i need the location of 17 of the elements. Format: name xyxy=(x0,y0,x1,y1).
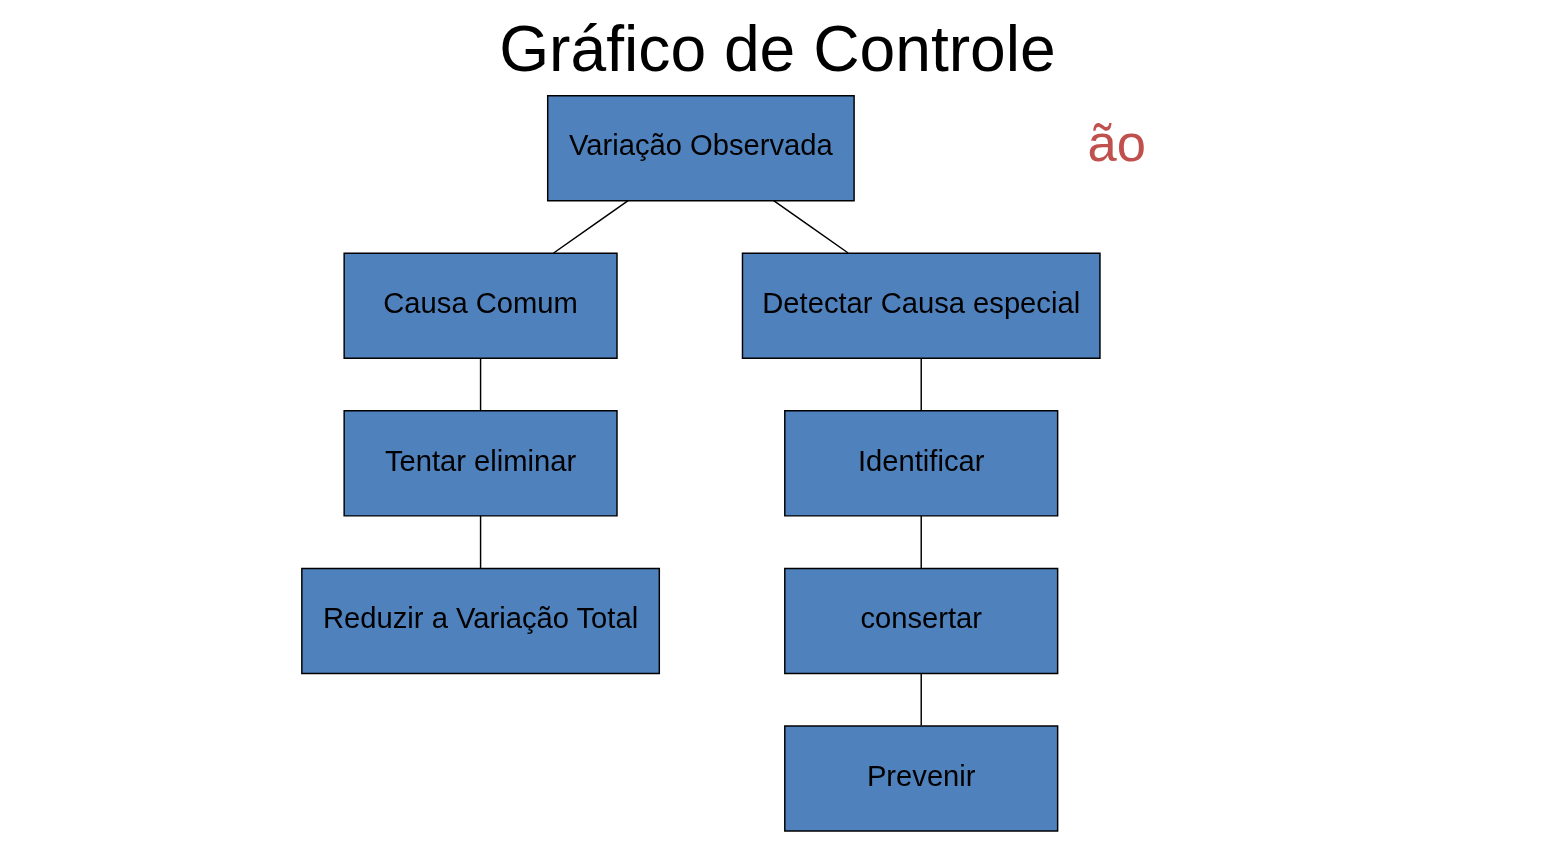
node-box: Causa Comum xyxy=(343,252,618,360)
node-box: Reduzir a Variação Total xyxy=(301,567,661,675)
diagram-title: Gráfico de Controle xyxy=(499,13,1056,86)
connector xyxy=(479,357,482,412)
connector xyxy=(772,200,849,254)
node-box: Detectar Causa especial xyxy=(741,252,1101,360)
node-box: consertar xyxy=(784,567,1059,675)
label: ão xyxy=(1087,113,1146,173)
connector xyxy=(920,357,922,412)
connector xyxy=(479,515,482,569)
node-box: Prevenir xyxy=(784,725,1059,832)
connector xyxy=(920,515,922,569)
node-box: Variação Observada xyxy=(546,94,855,202)
node-box: Tentar eliminar xyxy=(343,410,618,517)
node-box: Identificar xyxy=(784,410,1059,517)
connector xyxy=(552,200,629,254)
connector xyxy=(920,672,922,727)
